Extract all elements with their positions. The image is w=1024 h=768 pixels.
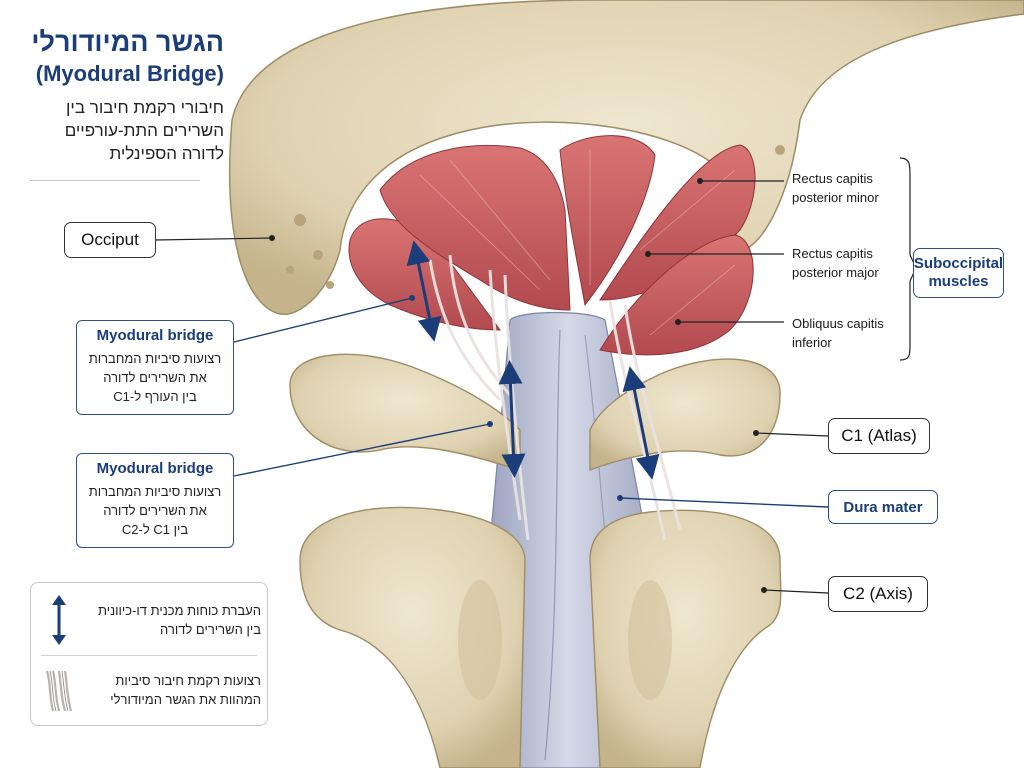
title-hebrew: הגשר המיודורלי: [31, 27, 224, 57]
dura-mater-label: Dura mater: [828, 490, 938, 524]
suboccipital-muscle-group: [348, 135, 756, 356]
legend-divider: [41, 655, 257, 656]
c2-axis-vertebra: [299, 506, 782, 768]
legend-text-line: המהוות את הגשר המיודורלי: [110, 692, 261, 707]
suboccipital-muscles-text: Suboccipital muscles: [913, 255, 1004, 290]
leader-lines: [154, 157, 917, 594]
legend-fiber-text: רצועות רקמת חיבור סיביות המהוות את הגשר …: [81, 671, 261, 709]
muscle-label-rcpm-minor: Rectus capitis posterior minor: [792, 169, 879, 207]
legend-text-line: בין השרירים לדורה: [160, 622, 261, 637]
muscle-label-line: inferior: [792, 335, 832, 350]
bridge-description: רצועות סיביות המחברות את השרירים לדורה ב…: [83, 482, 227, 539]
legend-box: העברת כוחות מכנית דו-כיוונית בין השרירים…: [30, 582, 268, 726]
fiber-bundle-icon: [45, 670, 73, 712]
muscle-label-line: Rectus capitis: [792, 246, 873, 261]
title-english: (Myodural Bridge): [35, 61, 224, 86]
myodural-bridge-box-1: Myodural bridge רצועות סיביות המחברות את…: [76, 320, 234, 415]
subtitle-line: השרירים התת-עורפיים: [64, 121, 224, 140]
muscle-label-line: posterior major: [792, 265, 879, 280]
dura-mater-text: Dura mater: [843, 498, 923, 516]
c2-axis-text: C2 (Axis): [843, 584, 913, 603]
occipital-bone: [229, 0, 1024, 316]
bridge-desc-line: רצועות סיביות המחברות: [88, 351, 222, 366]
subtitle-line: לדורה הספינלית: [109, 144, 224, 163]
bridge-title: Myodural bridge: [96, 327, 214, 344]
muscle-label-line: Rectus capitis: [792, 171, 873, 186]
bridge-title: Myodural bridge: [96, 460, 214, 477]
myodural-bridge-box-2: Myodural bridge רצועות סיביות המחברות את…: [76, 453, 234, 548]
c2-axis-label: C2 (Axis): [828, 576, 928, 612]
bridge-description: רצועות סיביות המחברות את השרירים לדורה ב…: [83, 349, 227, 406]
subtitle: חיבורי רקמת חיבור בין השרירים התת-עורפיי…: [24, 96, 224, 165]
bridge-desc-line: בין C1 ל-C2: [121, 522, 189, 537]
c1-atlas-text: C1 (Atlas): [841, 426, 917, 445]
force-arrows: [406, 240, 660, 480]
occiput-label: Occiput: [64, 222, 156, 258]
suboccipital-muscles-label: Suboccipital muscles: [913, 248, 1004, 298]
title-divider: [30, 180, 200, 181]
legend-text-line: העברת כוחות מכנית דו-כיוונית: [97, 603, 261, 618]
bridge-desc-line: את השרירים לדורה: [103, 503, 207, 518]
c1-atlas-label: C1 (Atlas): [828, 418, 930, 454]
bridge-desc-line: רצועות סיביות המחברות: [88, 484, 222, 499]
double-arrow-icon: [52, 595, 66, 645]
subtitle-line: חיבורי רקמת חיבור בין: [66, 98, 224, 117]
occiput-label-text: Occiput: [81, 230, 139, 249]
muscle-label-rcpm-major: Rectus capitis posterior major: [792, 244, 879, 282]
legend-text-line: רצועות רקמת חיבור סיביות: [115, 673, 261, 688]
bridge-desc-line: בין העורף ל-C1: [113, 389, 197, 404]
bridge-desc-line: את השרירים לדורה: [103, 370, 207, 385]
title-block: הגשר המיודורלי (Myodural Bridge) חיבורי …: [24, 26, 224, 165]
myodural-fibers: [428, 254, 682, 541]
muscle-label-line: Obliquus capitis: [792, 316, 884, 331]
muscle-label-line: posterior minor: [792, 190, 879, 205]
legend-arrow-text: העברת כוחות מכנית דו-כיוונית בין השרירים…: [81, 601, 261, 639]
muscle-label-obliquus-inferior: Obliquus capitis inferior: [792, 314, 884, 352]
